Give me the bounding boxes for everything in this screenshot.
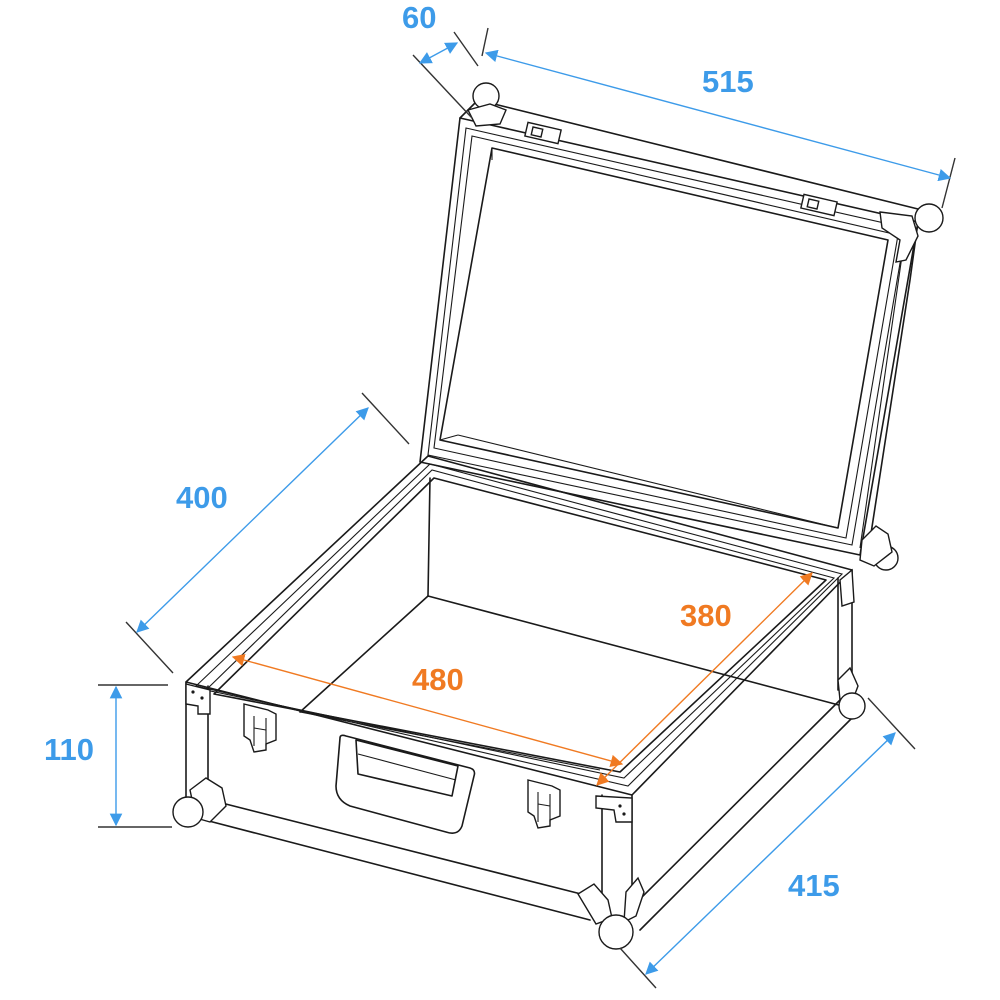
lid-latch-right [800,193,838,217]
dimension-line-110 [98,684,172,828]
dimension-line-380 [596,572,813,786]
corner-bracket-front-left [185,683,211,715]
dimension-label-380: 380 [680,598,732,633]
dimension-label-415: 415 [788,868,840,903]
case-base [172,455,866,950]
dimension-label-400: 400 [176,480,228,515]
latch-front-left [243,703,277,753]
dimension-line-60 [412,27,489,119]
corner-bracket-back-right [839,568,855,607]
dimension-label-480: 480 [412,662,464,697]
ball-corner-back-right [837,666,866,720]
lid-hinge-right [859,525,899,571]
lid-latch-left [524,121,562,145]
dimension-line-400 [125,392,410,674]
dimension-line-480 [231,653,624,768]
ball-corner-front-right [577,876,645,950]
corner-bracket-front-right [595,795,633,823]
dimension-label-60: 60 [402,0,437,35]
dimension-label-110: 110 [44,732,95,767]
dimension-label-515: 515 [702,64,754,99]
dimension-line-515 [484,49,956,209]
latch-front-right [527,779,561,829]
ball-corner-front-left [172,777,227,828]
dimension-line-415 [619,697,916,989]
case-lid [419,82,944,571]
lid-corner-top-right [879,203,944,263]
